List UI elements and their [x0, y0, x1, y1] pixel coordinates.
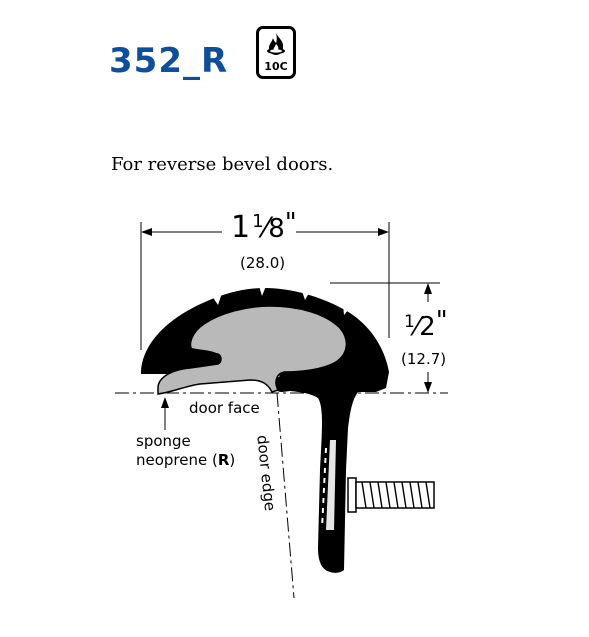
sponge-label-line2: neoprene (R) [136, 451, 235, 470]
fire-rating-badge: 10C [256, 26, 296, 79]
width-unit: " [284, 208, 297, 238]
seal-notch-1 [212, 293, 222, 305]
insert-slot [192, 348, 221, 364]
leg-stripe-dash [321, 447, 327, 529]
width-arrow-left [141, 228, 152, 236]
description: For reverse bevel doors. [111, 154, 334, 175]
sponge-label-post: ) [229, 451, 236, 469]
sponge-label-pre: neoprene ( [136, 451, 218, 469]
height-denominator: 2 [419, 312, 436, 342]
door-face-label: door face [189, 399, 260, 417]
flame-icon [267, 33, 285, 55]
sponge-label: sponge neoprene (R) [136, 432, 235, 470]
height-fraction: 1⁄2" [404, 308, 448, 340]
width-metric: (28.0) [240, 254, 286, 272]
height-unit: " [435, 306, 448, 336]
seal-notch-3 [302, 291, 309, 300]
seal-notch-2 [259, 286, 266, 296]
height-slash: ⁄ [414, 312, 420, 342]
door-edge-line [276, 392, 295, 599]
leg-stripe [326, 440, 336, 530]
height-arrow-top [424, 283, 432, 294]
height-metric: (12.7) [401, 350, 447, 368]
width-whole: 1 [231, 210, 251, 245]
width-arrow-right [378, 228, 389, 236]
height-arrow-bottom [424, 382, 432, 393]
sponge-insert [157, 305, 348, 395]
height-numerator: 1 [404, 312, 415, 332]
screw-icon [347, 477, 435, 513]
badge-label: 10C [264, 60, 288, 73]
sponge-leader-arrow [161, 397, 169, 408]
width-slash: ⁄ [263, 211, 269, 244]
sponge-label-bold: R [217, 451, 230, 469]
width-denominator: 8 [268, 214, 285, 244]
sponge-label-line1: sponge [136, 432, 191, 450]
seal-notch-4 [343, 305, 349, 315]
product-title: 352_R [109, 41, 229, 81]
width-numerator: 1 [252, 211, 264, 232]
